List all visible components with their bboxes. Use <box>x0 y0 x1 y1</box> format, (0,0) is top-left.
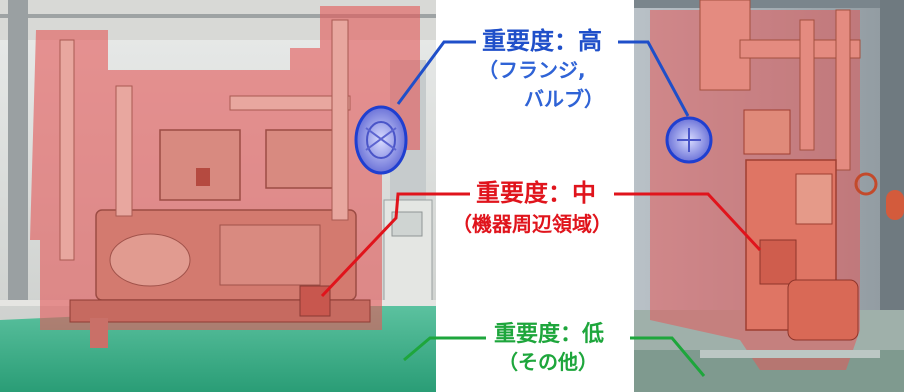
left-photo <box>0 0 436 392</box>
importance-mid-label: 重要度：中 <box>476 179 596 207</box>
importance-low-label: 重要度：低 <box>494 322 605 347</box>
importance-low-detail: （その他） <box>498 350 598 374</box>
right-photo <box>634 0 904 392</box>
importance-high-detail-line2: バルブ） <box>524 87 604 111</box>
importance-mid-detail: （機器周辺領域） <box>452 212 612 236</box>
callout-lines <box>320 40 762 377</box>
importance-high-detail-line1: （フランジ, <box>478 58 586 82</box>
importance-high-label: 重要度：高 <box>482 27 602 55</box>
